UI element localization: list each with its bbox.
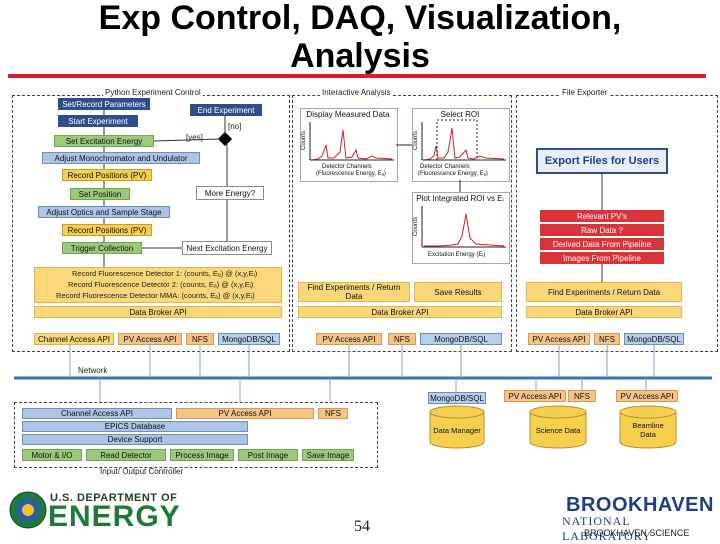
adjust-mono-step: Adjust Monochromator and Undulator xyxy=(42,152,200,164)
slide-title-line1: Exp Control, DAQ, Visualization, xyxy=(98,0,622,37)
measured-data-plot xyxy=(300,108,398,182)
network-label: Network xyxy=(78,366,108,375)
no-branch-label: [no] xyxy=(228,122,242,131)
raw-data: Raw Data ? xyxy=(540,224,664,236)
control-data-broker-api: Data Broker API xyxy=(34,306,282,318)
record-det1-step: Record Fluorescence Detector 1: (counts,… xyxy=(72,269,258,278)
python-control-label: Python Experiment Control xyxy=(103,88,203,97)
fluorescence-energy-label-1: (Fluorescence Energy, Eₐ) xyxy=(316,171,386,177)
start-experiment-step: Start Experiment xyxy=(58,115,138,127)
science-data-db: Science Data xyxy=(535,425,581,435)
adjust-optics-step: Adjust Optics and Sample Stage xyxy=(38,206,170,218)
trigger-collection-step: Trigger Collection xyxy=(62,242,142,254)
file-exporter-label: File Exporter xyxy=(560,88,610,97)
doe-wordmark-line1: U.S. DEPARTMENT OF xyxy=(50,492,178,504)
save-results: Save Results xyxy=(414,282,502,302)
exporter-pv-access-api: PV Access API xyxy=(528,333,590,345)
detector-channels-label-1: Detector Channels xyxy=(322,164,372,170)
detector-channels-label-2: Detector Channels xyxy=(420,164,470,170)
motor-io: Motor & I/O xyxy=(22,449,82,461)
storage-pv-access-api-2: PV Access API xyxy=(616,390,678,402)
bnl-wordmark-line1: BROOKHAVEN xyxy=(566,494,714,516)
storage-mongo: MongoDB/SQL xyxy=(428,392,486,404)
yes-branch-label: [yes] xyxy=(186,133,203,142)
ioc-nfs: NFS xyxy=(318,408,348,419)
interactive-label: Interactive Analysis xyxy=(320,88,393,97)
set-record-params-step: Set/Record Parameters xyxy=(58,98,150,110)
end-experiment-step: End Experiment xyxy=(190,104,262,116)
more-energy-decision: More Energy? xyxy=(196,186,264,200)
roi-plot xyxy=(412,108,510,182)
select-roi-title: Select ROI xyxy=(440,110,480,119)
record-positions-2-step: Record Positions (PV) xyxy=(62,224,152,236)
exporter-find-experiments: Find Experiments / Return Data xyxy=(526,282,682,302)
next-excitation-step: Next Excitation Energy xyxy=(182,241,272,255)
ioc-pv-access-api: PV Access API xyxy=(176,408,314,419)
beamline-data-db: Beamline Data xyxy=(632,421,664,439)
control-pv-access-api: PV Access API xyxy=(118,333,182,345)
exporter-nfs: NFS xyxy=(594,333,620,345)
interactive-mongo: MongoDB/SQL xyxy=(420,333,502,345)
slide-title-line2: Analysis xyxy=(290,37,430,75)
plot-integrated-title: Plot Integrated ROI vs Eᵢ xyxy=(416,194,504,203)
record-detm-step: Record Fluorescence Detector MMA: (count… xyxy=(56,291,255,300)
data-manager-db: Data Manager xyxy=(433,425,481,435)
storage-pv-access-api: PV Access API xyxy=(504,390,566,402)
interactive-nfs: NFS xyxy=(388,333,416,345)
export-files-button: Export Files for Users xyxy=(536,148,668,174)
doe-wordmark-line2: ENERGY xyxy=(48,500,181,533)
control-nfs: NFS xyxy=(186,333,214,345)
images-pipeline: Images From Pipeline xyxy=(540,252,664,264)
set-position-step: Set Position xyxy=(70,188,130,200)
fluorescence-energy-label-2: (Fluorescence Energy, Eₐ) xyxy=(418,171,488,177)
control-channel-access-api: Channel Access API xyxy=(34,333,114,345)
excitation-energy-label: Excitation Energy (Eᵢ) xyxy=(428,252,486,258)
doe-seal-logo xyxy=(9,491,47,529)
io-controller-region xyxy=(14,402,378,468)
epics-database: EPICS Database xyxy=(22,421,248,432)
interactive-find-experiments: Find Experiments / Return Data xyxy=(298,282,410,302)
device-support: Device Support xyxy=(22,434,248,445)
record-positions-1-step: Record Positions (PV) xyxy=(62,169,152,181)
fluorescence-records-group xyxy=(34,267,282,303)
relevant-pvs: Relevant PV's xyxy=(540,210,664,222)
record-det2-step: Record Fluorescence Detector 2: (counts,… xyxy=(68,280,254,289)
storage-nfs: NFS xyxy=(568,390,596,402)
interactive-data-broker-api: Data Broker API xyxy=(298,306,502,318)
io-controller-label: Input/ Output Controller xyxy=(100,467,184,476)
display-measured-title: Display Measured Data xyxy=(306,110,390,119)
interactive-pv-access-api: PV Access API xyxy=(316,333,382,345)
exporter-data-broker-api: Data Broker API xyxy=(526,306,682,318)
title-rule xyxy=(8,74,706,78)
page-number: 54 xyxy=(354,518,370,535)
derived-data: Derived Data From Pipeline xyxy=(540,238,664,250)
file-exporter-region xyxy=(516,95,718,352)
post-image: Post Image xyxy=(238,449,298,461)
exporter-mongo: MongoDB/SQL xyxy=(624,333,684,345)
read-detector: Read Detector xyxy=(86,449,166,461)
bnl-wordmark-line3: BROOKHAVEN SCIENCE xyxy=(584,528,690,538)
save-image: Save Image xyxy=(302,449,354,461)
set-excitation-step: Set Excitation Energy xyxy=(54,135,154,147)
integrated-roi-plot xyxy=(412,192,510,264)
process-image: Process Image xyxy=(170,449,234,461)
ioc-channel-access-api: Channel Access API xyxy=(22,408,172,419)
control-mongo: MongoDB/SQL xyxy=(218,333,280,345)
